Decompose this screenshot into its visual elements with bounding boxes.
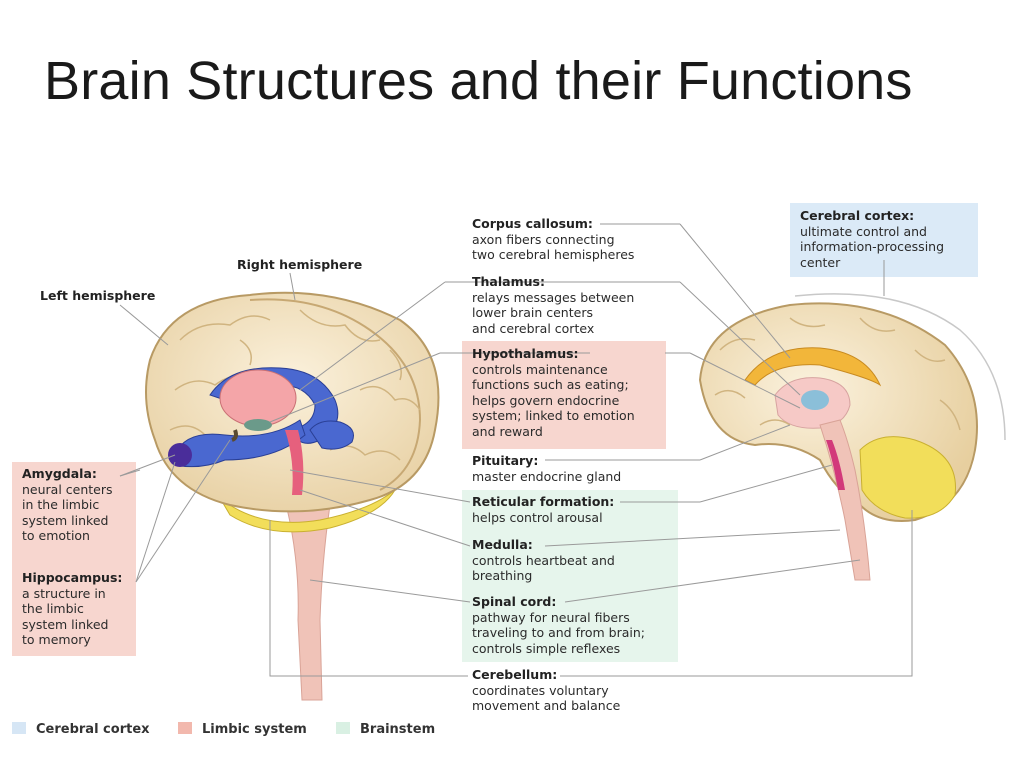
brainstem-box (462, 490, 678, 662)
cerebellum-label: Cerebellum: coordinates voluntary moveme… (472, 667, 621, 713)
legend-swatch-brainstem (336, 722, 350, 734)
thalamus-label: Thalamus: relays messages between lower … (472, 274, 635, 336)
amygdala-label: Amygdala: neural centers in the limbic s… (22, 466, 113, 543)
right-hemisphere-label: Right hemisphere (237, 257, 363, 272)
hypothalamus-box (462, 341, 666, 449)
spinal-cord-label: Spinal cord: pathway for neural fibers t… (472, 594, 645, 656)
hypothalamus-label: Hypothalamus: controls maintenance funct… (472, 346, 635, 439)
left-brain-drawing (145, 291, 440, 701)
reticular-formation-label: Reticular formation: helps control arous… (472, 494, 615, 525)
medulla-label: Medulla: controls heartbeat and breathin… (472, 537, 615, 583)
slide-title: Brain Structures and their Functions (44, 51, 913, 111)
legend-label-brainstem: Brainstem (360, 722, 436, 737)
pituitary-label: Pituitary: master endocrine gland (472, 453, 622, 484)
left-hemisphere-label: Left hemisphere (40, 288, 156, 303)
amygdala-hippocampus-box (12, 462, 136, 656)
legend-swatch-cerebral-cortex (12, 722, 26, 734)
legend-label-cerebral-cortex: Cerebral cortex (36, 722, 150, 737)
legend-label-limbic-system: Limbic system (202, 722, 307, 737)
hippocampus-label: Hippocampus: a structure in the limbic s… (22, 570, 123, 647)
cerebral-cortex-label: Cerebral cortex: ultimate control and in… (800, 208, 945, 270)
corpus-callosum-label: Corpus callosum: axon fibers connecting … (472, 216, 635, 262)
right-brain-drawing (698, 293, 1006, 581)
legend-swatch-limbic-system (178, 722, 192, 734)
